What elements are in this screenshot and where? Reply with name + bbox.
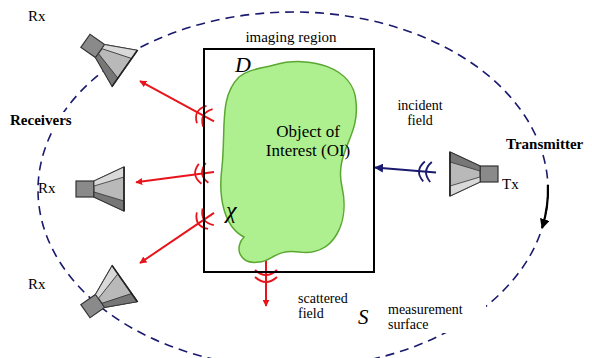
horn-antenna [73,266,138,330]
receiver-horn: Rx [22,262,140,344]
object-outline [214,57,364,267]
imaging-region: imaging regionDObject of Interest (OI)χ [203,48,375,273]
receiver-tag: Rx [28,276,46,293]
surface-label: measurement surface [386,302,486,333]
horn-antenna [76,167,124,211]
incident-arrow [375,167,436,172]
object-label: Object of Interest (OI) [252,123,364,160]
receiver-horn: Rx [22,8,140,90]
receiver-horn: Rx [36,165,136,213]
scattered-field-arrow [255,258,277,306]
transmitter-tag: Tx [502,176,519,193]
receiver-tag: Rx [38,180,56,197]
horn-antenna [450,152,498,196]
surface-direction-arrow [542,185,548,228]
field-label: scattered field [296,291,362,322]
region-symbol: D [235,53,251,77]
horn-antenna [73,23,138,87]
transmitter-horn: Tx [436,148,524,204]
object-of-interest: Object of Interest (OI) χ [214,57,364,267]
edge-label: incident field [390,98,450,129]
region-heading: imaging region [205,29,377,46]
group-label: Transmitter [504,136,585,153]
antenna-outline [22,262,140,344]
measurement-surface [38,12,548,358]
contrast-symbol: χ [226,197,237,223]
surface-symbol: S [356,306,371,329]
receiver-tag: Rx [28,8,46,25]
group-label: Receivers [8,112,74,129]
